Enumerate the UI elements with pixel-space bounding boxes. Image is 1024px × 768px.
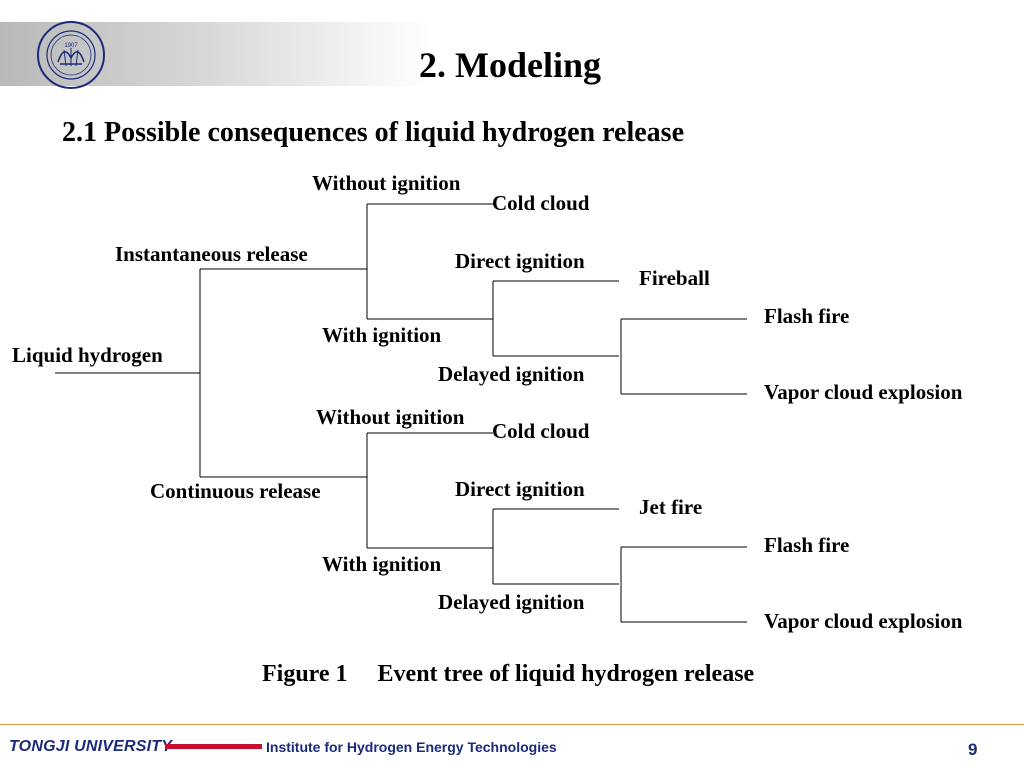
figure-caption-text: Event tree of liquid hydrogen release <box>377 661 755 687</box>
footer-accent-bar <box>165 744 262 749</box>
inst-flash-fire-label: Flash fire <box>764 304 850 328</box>
inst-vce-label: Vapor cloud explosion <box>764 380 963 404</box>
figure-number: Figure 1 <box>262 661 348 687</box>
page-number: 9 <box>968 740 978 759</box>
figure-caption: Figure 1 Event tree of liquid hydrogen re… <box>262 661 754 688</box>
section-subtitle: 2.1 Possible consequences of liquid hydr… <box>62 117 685 148</box>
cont-vce-label: Vapor cloud explosion <box>764 609 963 633</box>
instantaneous-release-label: Instantaneous release <box>115 242 308 266</box>
footer-rule <box>0 724 1024 725</box>
cont-without-ignition-label: Without ignition <box>316 405 465 429</box>
footer-university-name: TONGJI UNIVERSITY <box>9 738 173 755</box>
inst-cold-cloud-label: Cold cloud <box>492 191 590 215</box>
inst-delayed-ignition-label: Delayed ignition <box>438 362 585 386</box>
cont-cold-cloud-label: Cold cloud <box>492 419 590 443</box>
root-label: Liquid hydrogen <box>12 343 163 367</box>
cont-direct-ignition-label: Direct ignition <box>455 477 585 501</box>
university-seal-icon: 1907 <box>37 21 105 89</box>
inst-direct-ignition-label: Direct ignition <box>455 249 585 273</box>
svg-text:1907: 1907 <box>64 43 78 49</box>
cont-jet-fire-label: Jet fire <box>639 495 703 519</box>
slide-title: 2. Modeling <box>419 45 602 85</box>
cont-delayed-ignition-label: Delayed ignition <box>438 590 585 614</box>
footer-institute-name: Institute for Hydrogen Energy Technologi… <box>266 739 557 755</box>
cont-with-ignition-label: With ignition <box>322 552 442 576</box>
continuous-release-label: Continuous release <box>150 479 321 503</box>
cont-flash-fire-label: Flash fire <box>764 533 850 557</box>
inst-fireball-label: Fireball <box>639 266 710 290</box>
inst-with-ignition-label: With ignition <box>322 323 442 347</box>
inst-without-ignition-label: Without ignition <box>312 171 461 195</box>
